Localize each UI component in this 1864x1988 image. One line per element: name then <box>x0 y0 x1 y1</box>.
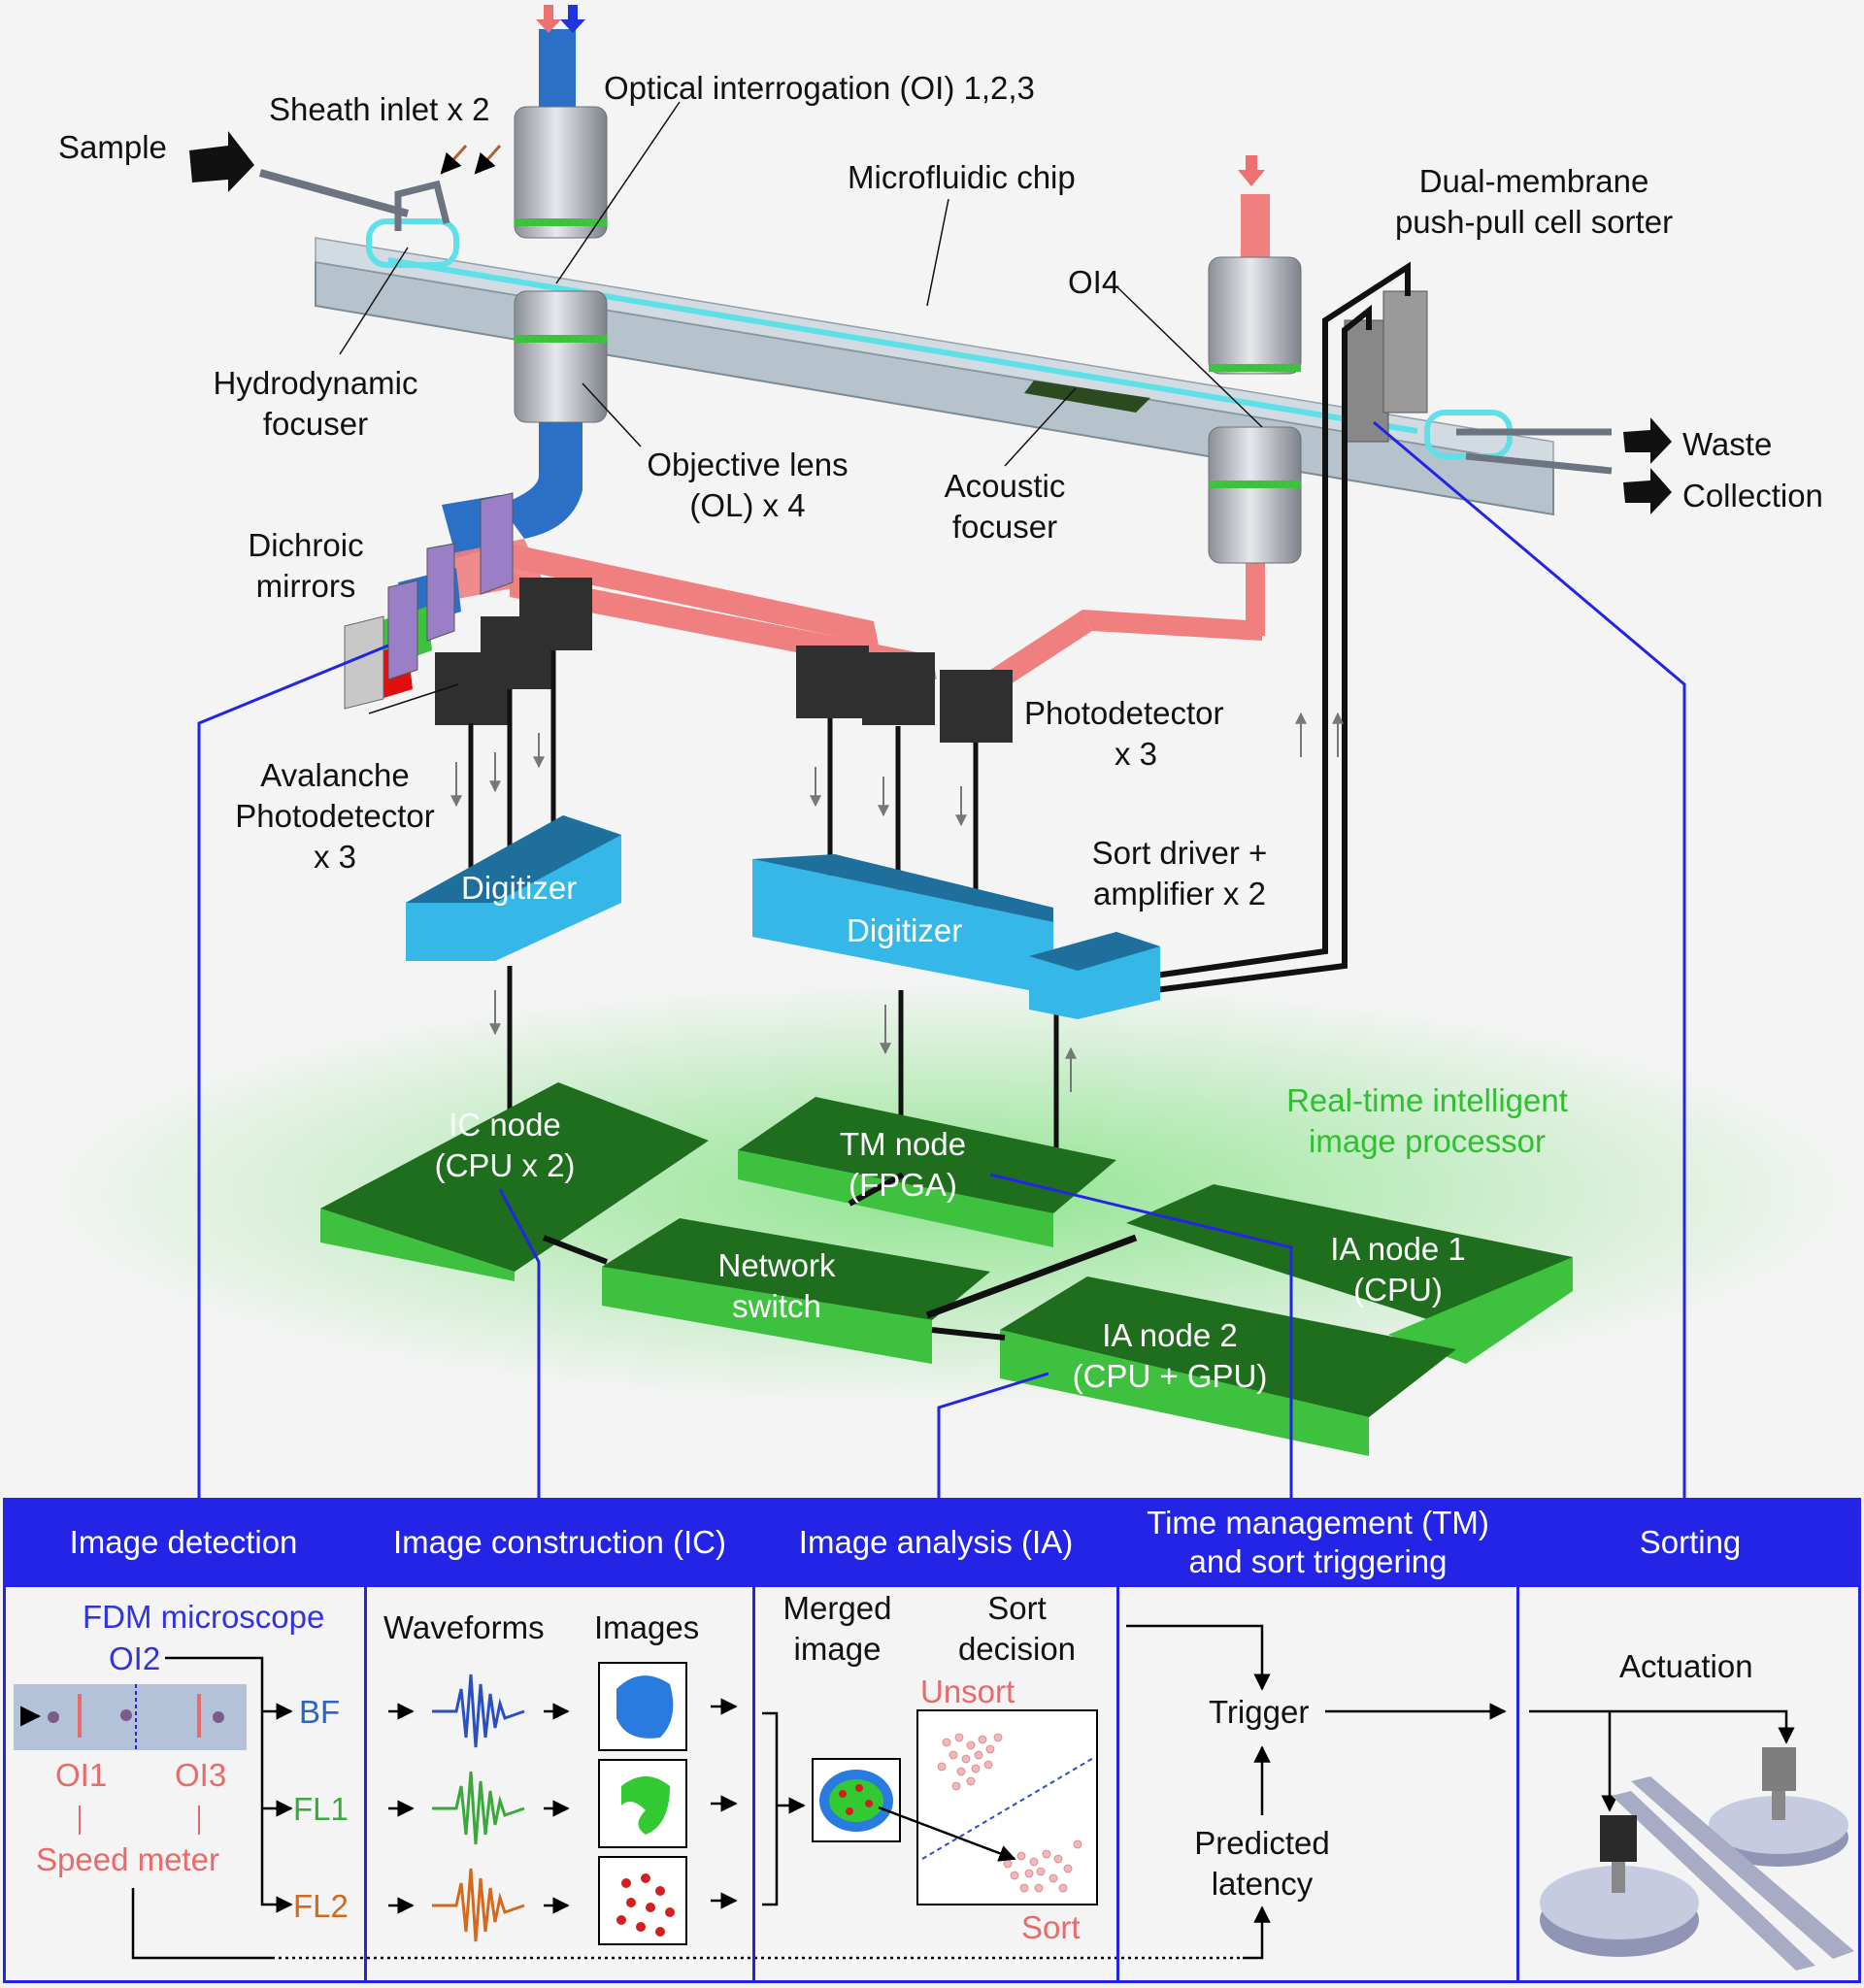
merged-image-label-1: Merged <box>782 1590 892 1626</box>
avalanche-label-1: Avalanche <box>260 757 410 793</box>
sort-decision-label-2: decision <box>957 1631 1077 1667</box>
digitizer-left-label: Digitizer <box>461 870 578 906</box>
objective-label-1: Objective lens <box>647 447 849 482</box>
network-label-2: switch <box>732 1288 821 1324</box>
fl1-label: FL1 <box>293 1791 349 1827</box>
unsort-label: Unsort <box>920 1673 1015 1709</box>
digitizers <box>406 815 1160 1019</box>
ia2-label-2: (CPU + GPU) <box>1072 1358 1268 1394</box>
sort-driver-label-2: amplifier x 2 <box>1093 876 1266 911</box>
network-label-1: Network <box>717 1247 836 1283</box>
sheath-arrow <box>474 145 502 175</box>
sheath-arrow <box>440 145 468 175</box>
sort-driver-label-1: Sort driver + <box>1091 835 1268 871</box>
fl2-label: FL2 <box>293 1888 349 1924</box>
sorter-label-2: push-pull cell sorter <box>1394 204 1674 240</box>
trigger-label: Trigger <box>1209 1694 1310 1730</box>
images-label: Images <box>594 1609 700 1645</box>
header-sorting-text: Sorting <box>1639 1524 1742 1560</box>
ia1-label-1: IA node 1 <box>1330 1231 1466 1267</box>
sample-tubing <box>258 169 1613 475</box>
header-image-construction-text: Image construction (IC) <box>393 1524 726 1560</box>
waste-arrow <box>1623 417 1672 464</box>
header-time-management: Time management (TM) and sort triggering <box>1119 1498 1516 1587</box>
processor-nodes <box>320 1082 1573 1456</box>
photodetectors <box>435 578 1013 743</box>
hydrodynamic-label-1: Hydrodynamic <box>213 365 418 401</box>
dichroic-label-1: Dichroic <box>248 527 364 563</box>
acoustic-label-1: Acoustic <box>944 468 1066 504</box>
photodetector-label-2: x 3 <box>1114 736 1158 772</box>
header-image-detection-text: Image detection <box>69 1524 298 1560</box>
sample-label: Sample <box>58 129 167 165</box>
oi3-label: OI3 <box>175 1757 227 1793</box>
actuation-label: Actuation <box>1619 1648 1753 1684</box>
sorter-label-1: Dual-membrane <box>1418 163 1649 199</box>
merged-image-label-2: image <box>793 1631 882 1667</box>
hydrodynamic-label-2: focuser <box>262 406 369 442</box>
ia1-label-2: (CPU) <box>1353 1272 1443 1308</box>
flow-arrows <box>450 712 1344 1092</box>
header-image-detection: Image detection <box>3 1498 364 1587</box>
speed-meter-label: Speed meter <box>36 1841 219 1877</box>
header-sorting: Sorting <box>1519 1498 1861 1587</box>
analysis-graphics <box>762 1709 1098 1906</box>
optical-column-right <box>1208 155 1302 564</box>
sort-label: Sort <box>1021 1909 1081 1945</box>
callout-lines <box>197 420 1686 1498</box>
collection-arrow <box>1623 468 1672 514</box>
acoustic-label-2: focuser <box>951 509 1058 545</box>
bf-label: BF <box>299 1694 341 1730</box>
oi1-label: OI1 <box>55 1757 108 1793</box>
ic-node-label-2: (CPU x 2) <box>434 1147 576 1183</box>
header-tm-line-2: and sort triggering <box>1188 1543 1448 1579</box>
tm-node-label-2: (FPGA) <box>849 1167 957 1203</box>
detection-arrows <box>131 1656 1271 1960</box>
leader-lines <box>339 101 1263 714</box>
dichroic-label-2: mirrors <box>255 568 356 604</box>
optical-interrogation-label: Optical interrogation (OI) 1,2,3 <box>604 70 1035 106</box>
waveforms-label: Waveforms <box>383 1609 545 1645</box>
predicted-latency-label-2: latency <box>1211 1866 1314 1902</box>
waste-label: Waste <box>1682 426 1773 462</box>
sort-decision-label-1: Sort <box>987 1590 1047 1626</box>
collection-label: Collection <box>1682 478 1823 514</box>
tm-arrows <box>1126 1624 1795 1815</box>
oi2-label: OI2 <box>109 1640 161 1676</box>
ic-node-label-1: IC node <box>449 1107 561 1143</box>
avalanche-label-3: x 3 <box>313 839 357 875</box>
ia2-label-1: IA node 2 <box>1102 1317 1238 1353</box>
oi4-label: OI4 <box>1068 264 1120 300</box>
sorting-graphic <box>1540 1747 1854 1971</box>
dichroic-mirrors <box>344 492 514 710</box>
microfluidic-chip-label: Microfluidic chip <box>848 159 1076 195</box>
fdm-microscope-label: FDM microscope <box>83 1599 325 1635</box>
header-image-analysis: Image analysis (IA) <box>755 1498 1116 1587</box>
predicted-latency-label-1: Predicted <box>1194 1825 1330 1861</box>
detection-channel <box>14 1684 247 1835</box>
sample-arrow <box>189 131 254 192</box>
header-tm-line-1: Time management (TM) <box>1147 1505 1489 1541</box>
avalanche-label-2: Photodetector <box>235 798 435 834</box>
header-image-construction: Image construction (IC) <box>367 1498 752 1587</box>
tm-node-label-1: TM node <box>839 1126 967 1162</box>
realtime-label-2: image processor <box>1309 1123 1546 1159</box>
digitizer-right-label: Digitizer <box>847 912 963 948</box>
construction-waveforms <box>388 1662 738 1945</box>
push-pull-sorter <box>1154 261 1428 993</box>
photodetector-label-1: Photodetector <box>1024 695 1224 731</box>
realtime-label-1: Real-time intelligent <box>1286 1082 1568 1118</box>
sheath-inlet-label: Sheath inlet x 2 <box>269 91 490 127</box>
header-image-analysis-text: Image analysis (IA) <box>798 1524 1074 1560</box>
objective-label-2: (OL) x 4 <box>689 487 806 523</box>
